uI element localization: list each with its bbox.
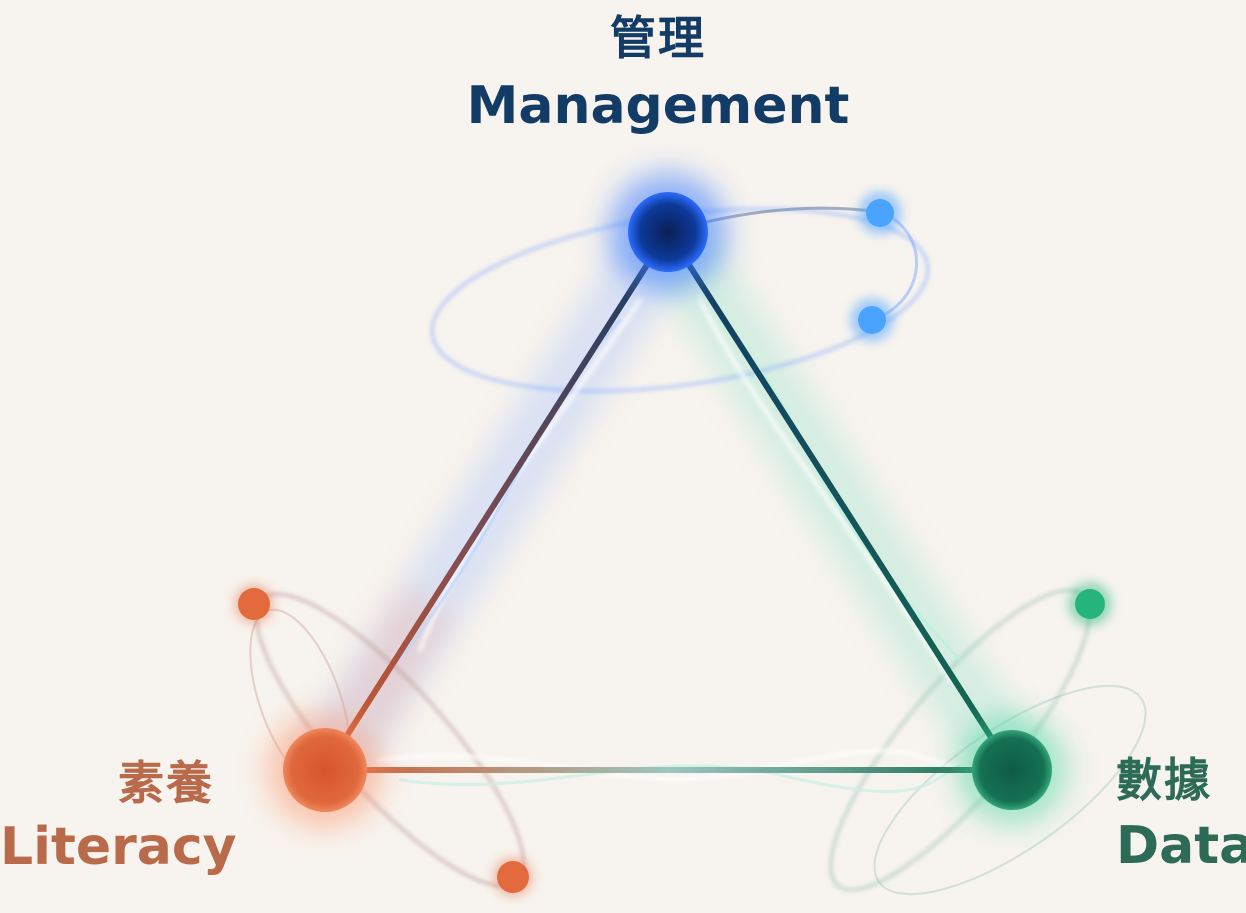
label-literacy-zh: 素養 xyxy=(118,756,214,810)
edge-glows xyxy=(295,213,1042,800)
main-nodes xyxy=(267,172,1068,828)
edge-management-data xyxy=(665,229,1015,773)
label-literacy-en: Literacy xyxy=(0,817,237,877)
label-management-en: Management xyxy=(466,76,850,136)
node-literacy xyxy=(283,728,367,812)
edge-literacy-management xyxy=(322,229,671,773)
node-management xyxy=(628,192,708,272)
label-data-zh: 數據 xyxy=(1116,753,1212,807)
label-management: 管理 Management xyxy=(0,6,1246,138)
label-data: 數據 Data xyxy=(1116,748,1246,878)
label-literacy: 素養 Literacy xyxy=(0,752,237,878)
triangle-edges xyxy=(322,229,1015,773)
label-data-en: Data xyxy=(1116,816,1246,876)
label-management-zh: 管理 xyxy=(610,11,706,65)
satellites xyxy=(234,191,1112,897)
node-data xyxy=(972,730,1052,810)
